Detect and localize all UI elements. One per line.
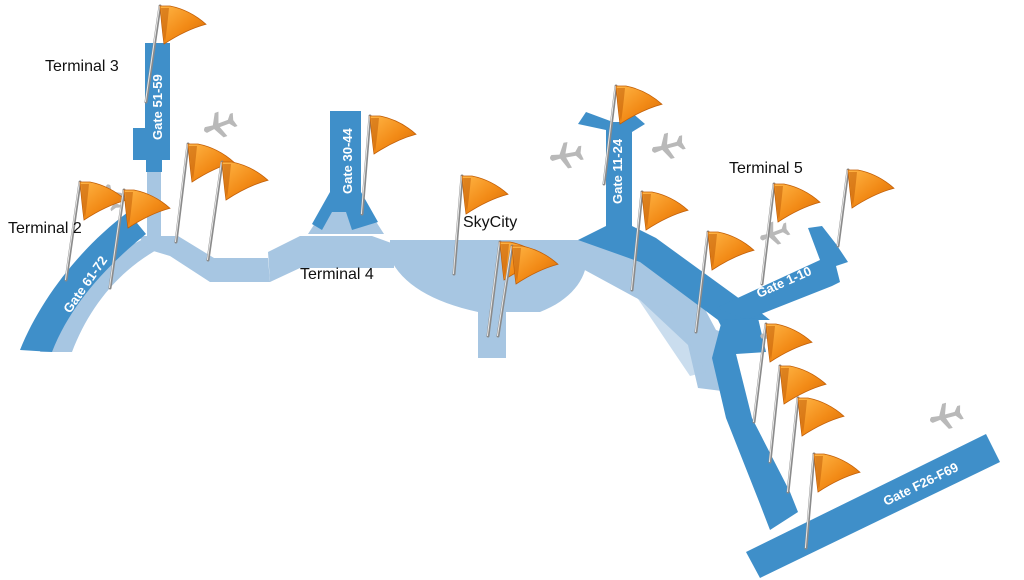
- terminal-label-3: Terminal 3: [45, 58, 119, 75]
- gate-51-59-concourse: [133, 43, 170, 172]
- gate-label-51-59: Gate 51-59: [150, 74, 165, 140]
- orange-flag-pin-icon[interactable]: [360, 114, 417, 216]
- terminal-label-4: Terminal 4: [300, 266, 374, 283]
- gate-label-30-44: Gate 30-44: [340, 127, 355, 194]
- gate-label-11-24: Gate 11-24: [610, 138, 625, 204]
- gate-f26-f69-concourse: [746, 434, 1000, 578]
- f-concourse-stem: [712, 318, 798, 530]
- orange-flag-pin-icon[interactable]: [768, 364, 827, 464]
- terminal-label-5: Terminal 5: [729, 160, 803, 177]
- orange-flag-pin-icon[interactable]: [694, 230, 755, 334]
- terminal-2-inner-arc: [40, 236, 160, 352]
- terminal-label-2: Terminal 2: [8, 220, 82, 237]
- orange-flag-pin-icon[interactable]: [64, 180, 127, 282]
- concourses: [20, 43, 1000, 578]
- gate-1-10-concourse: [716, 226, 848, 320]
- terminal-2-connector: [138, 236, 270, 282]
- orange-flag-pin-icon[interactable]: [496, 244, 559, 338]
- airplane-icon: [648, 129, 688, 164]
- terminal-label-skycity: SkyCity: [463, 214, 518, 231]
- gate-30-44-concourse: [312, 111, 378, 230]
- orange-flag-pin-icon[interactable]: [174, 142, 235, 244]
- orange-flag-pin-icon[interactable]: [108, 188, 171, 290]
- airplane-icon: [756, 217, 793, 250]
- orange-flag-pin-icon[interactable]: [602, 84, 663, 186]
- orange-flag-pin-icon[interactable]: [144, 4, 207, 104]
- gate-11-24-concourse: [578, 112, 770, 352]
- orange-flag-pin-icon[interactable]: [760, 182, 821, 286]
- airplane-icon: [547, 139, 585, 172]
- orange-flag-pin-icon[interactable]: [752, 322, 813, 424]
- terminal-5-shadow-ramp: [632, 290, 706, 376]
- orange-flag-pin-icon[interactable]: [452, 174, 509, 276]
- orange-flag-pin-icon[interactable]: [206, 160, 269, 262]
- flag-pins: [64, 4, 895, 550]
- airplane-icon: [926, 399, 966, 434]
- terminal-4-building: [268, 236, 394, 282]
- skycity-hub: [390, 240, 587, 358]
- orange-flag-pin-icon[interactable]: [786, 396, 845, 494]
- orange-flag-pin-icon[interactable]: [630, 190, 689, 292]
- airplane-icon: [199, 107, 240, 143]
- orange-flag-pin-icon[interactable]: [804, 452, 861, 550]
- orange-flag-pin-icon[interactable]: [836, 168, 895, 248]
